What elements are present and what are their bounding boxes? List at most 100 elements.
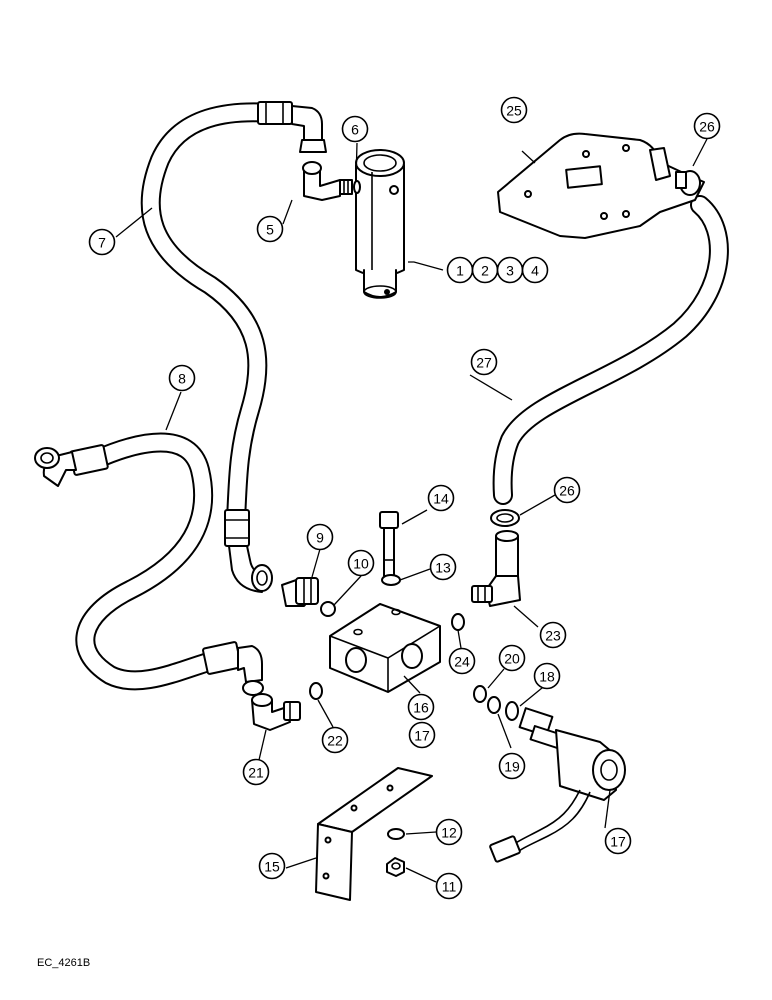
o-ring-10: [320, 601, 336, 617]
callout-c17b: 17: [604, 827, 632, 855]
callout-circle: [435, 818, 463, 846]
hose-clamp-26-top: [675, 170, 701, 196]
callout-circle: [553, 476, 581, 504]
callout-circle: [429, 553, 457, 581]
solenoid-valve-17: [489, 707, 626, 863]
hose-7: [140, 101, 327, 593]
callout-c4: 4: [521, 256, 549, 284]
callout-c3: 3: [496, 256, 524, 284]
callout-c18: 18: [533, 662, 561, 690]
mounting-plate-25: [497, 132, 705, 239]
callout-number: 25: [506, 103, 522, 119]
callout-number: 14: [433, 491, 449, 507]
callout-number: 3: [506, 263, 514, 279]
nut-11: [386, 857, 405, 877]
hose-clamp-26-lower: [490, 509, 520, 527]
callout-c20: 20: [498, 644, 526, 672]
callout-number: 26: [559, 483, 575, 499]
o-ring-18: [505, 701, 519, 721]
o-ring-22: [309, 682, 323, 700]
callout-number: 1: [456, 263, 464, 279]
callout-number: 6: [351, 122, 359, 138]
callout-number: 19: [504, 759, 520, 775]
bracket-15: [315, 767, 433, 901]
callout-c26a: 26: [693, 112, 721, 140]
callout-circle: [242, 758, 270, 786]
callout-number: 17: [414, 728, 430, 744]
callout-circle: [604, 827, 632, 855]
callout-circle: [435, 872, 463, 900]
cylinder-assembly: [355, 149, 405, 299]
figure-code: EC_4261B: [37, 957, 91, 969]
callout-c24: 24: [448, 647, 476, 675]
callout-c14: 14: [427, 484, 455, 512]
callout-number: 11: [442, 879, 457, 895]
callout-c17a: 17: [408, 721, 436, 749]
callout-c27: 27: [470, 348, 498, 376]
washer-12: [387, 828, 405, 840]
callout-circle: [341, 115, 369, 143]
callout-circle: [168, 364, 196, 392]
callout-circle: [427, 484, 455, 512]
washer-13: [381, 574, 401, 586]
callout-number: 21: [248, 765, 264, 781]
callout-number: 8: [178, 371, 186, 387]
callout-circle: [539, 621, 567, 649]
callout-number: 2: [481, 263, 489, 279]
callout-c21: 21: [242, 758, 270, 786]
callout-number: 10: [353, 556, 369, 572]
callout-number: 26: [699, 119, 715, 135]
callout-number: 13: [435, 560, 451, 576]
callout-c9: 9: [306, 523, 334, 551]
callout-number: 22: [327, 733, 343, 749]
callout-number: 18: [539, 669, 555, 685]
callout-number: 17: [610, 834, 626, 850]
adapter-fitting-9: [281, 577, 319, 607]
callout-circle: [407, 693, 435, 721]
callout-number: 15: [264, 859, 280, 875]
callout-c10: 10: [347, 549, 375, 577]
bolt-14: [379, 511, 399, 577]
callout-number: 5: [266, 222, 274, 238]
callout-c15: 15: [258, 852, 286, 880]
callout-circle: [693, 112, 721, 140]
o-ring-6: [353, 180, 361, 194]
callout-circle: [521, 256, 549, 284]
callout-number: 27: [476, 355, 492, 371]
callout-circle: [498, 752, 526, 780]
callout-number: 12: [441, 825, 457, 841]
valve-block-16: [329, 603, 441, 693]
callout-circle: [321, 726, 349, 754]
callout-c1: 1: [446, 256, 474, 284]
callout-c19: 19: [498, 752, 526, 780]
callout-number: 4: [531, 263, 539, 279]
callout-circle: [306, 523, 334, 551]
callout-circle: [533, 662, 561, 690]
callout-number: 20: [504, 651, 520, 667]
elbow-fitting-21: [251, 693, 301, 731]
callout-number: 16: [413, 700, 429, 716]
o-ring-24: [451, 613, 465, 631]
callout-circle: [347, 549, 375, 577]
callout-c2: 2: [471, 256, 499, 284]
o-ring-19: [487, 696, 501, 714]
callout-c8: 8: [168, 364, 196, 392]
hose-8: [34, 432, 264, 696]
callout-number: 23: [545, 628, 561, 644]
callout-c11: 11: [435, 872, 463, 900]
callout-c26b: 26: [553, 476, 581, 504]
callout-circle: [500, 96, 528, 124]
callout-c6: 6: [341, 115, 369, 143]
callout-c25: 25: [500, 96, 528, 124]
callout-c5: 5: [256, 215, 284, 243]
callout-circle: [470, 348, 498, 376]
elbow-fitting-23: [471, 530, 521, 607]
callout-c23: 23: [539, 621, 567, 649]
callout-number: 9: [316, 530, 324, 546]
callout-circle: [408, 721, 436, 749]
callout-circle: [498, 644, 526, 672]
o-ring-20: [473, 685, 487, 703]
callout-circle: [256, 215, 284, 243]
